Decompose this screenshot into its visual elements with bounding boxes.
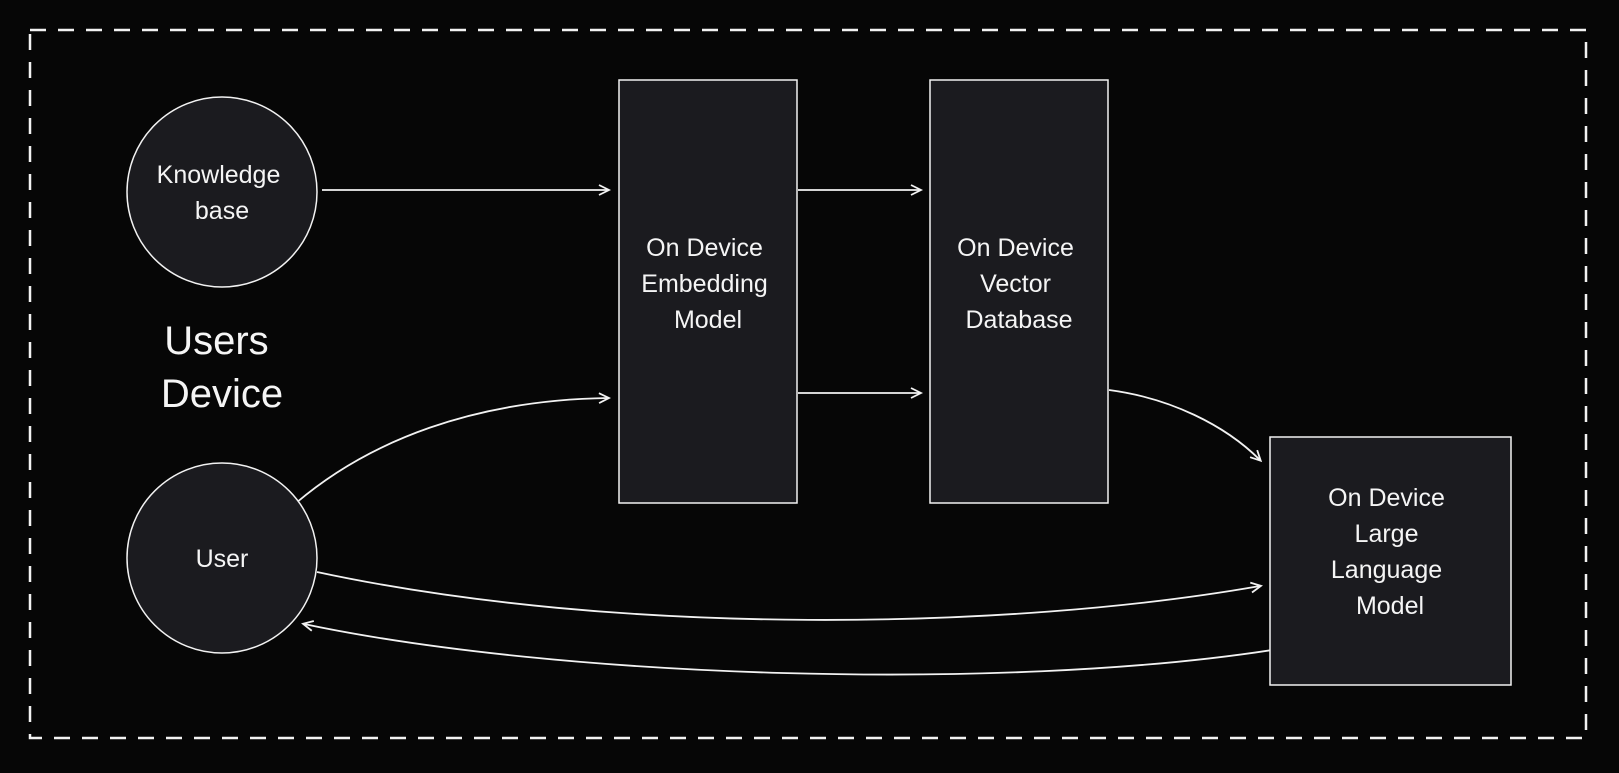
edge-user-to-embedding-model xyxy=(295,392,612,504)
users-device-boundary xyxy=(28,28,1588,740)
node-large-language-model: On Device Large Language Model xyxy=(1269,436,1512,686)
vector-database-label: On Device Vector Database xyxy=(957,234,1081,334)
knowledge-base-label: Knowledge base xyxy=(157,161,288,225)
edge-vector-database-to-large-language-model xyxy=(1108,389,1263,463)
user-label: User xyxy=(196,545,249,573)
edge-large-language-model-to-user xyxy=(301,620,1273,676)
vector-database-rect xyxy=(929,79,1109,504)
large-language-model-label: On Device Large Language Model xyxy=(1328,484,1452,620)
node-knowledge-base: Knowledge base xyxy=(126,96,318,288)
users-device-label: Users Device xyxy=(161,319,283,416)
node-user: User xyxy=(126,462,318,654)
user-circle xyxy=(126,462,318,654)
node-embedding-model: On Device Embedding Model xyxy=(618,79,798,504)
edge-user-to-large-language-model xyxy=(316,571,1263,621)
embedding-model-label: On Device Embedding Model xyxy=(641,234,774,334)
embedding-model-rect xyxy=(618,79,798,504)
node-vector-database: On Device Vector Database xyxy=(929,79,1109,504)
knowledge-base-circle xyxy=(126,96,318,288)
large-language-model-rect xyxy=(1269,436,1512,686)
